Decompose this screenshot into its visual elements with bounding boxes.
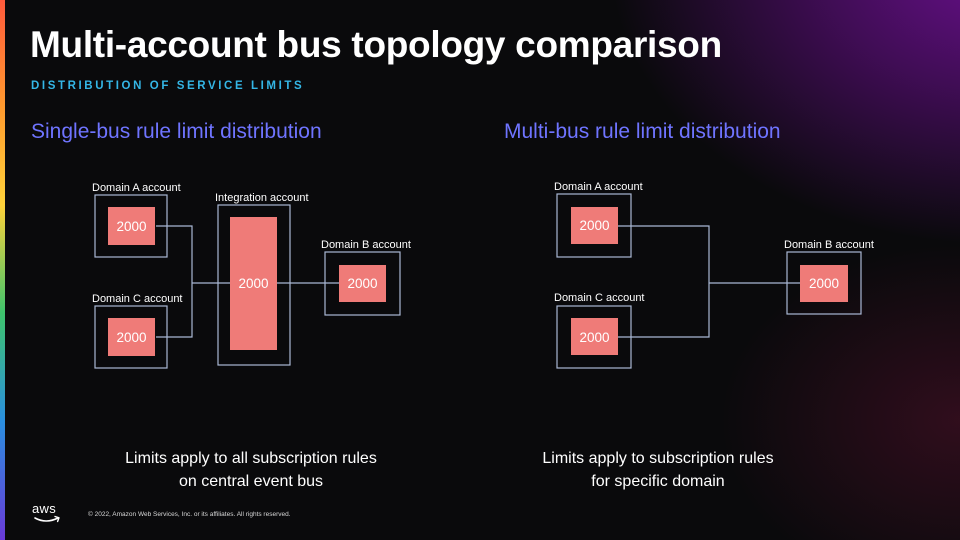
- slide-subtitle: DISTRIBUTION OF SERVICE LIMITS: [31, 80, 305, 92]
- left-domain-a-label: Domain A account: [92, 182, 181, 194]
- left-domain-b-value: 2000: [347, 276, 377, 291]
- aws-logo: aws: [30, 501, 64, 525]
- footer: aws © 2022, Amazon Web Services, Inc. or…: [30, 501, 291, 525]
- left-diagram: Domain A account 2000 Domain C account 2…: [92, 182, 411, 369]
- left-domain-a-limit: [108, 207, 155, 245]
- right-domain-b-label: Domain B account: [784, 239, 874, 251]
- left-domain-a-account-box: [94, 194, 168, 258]
- right-domain-c-limit: [571, 318, 618, 355]
- copyright-text: © 2022, Amazon Web Services, Inc. or its…: [88, 510, 291, 518]
- right-diagram: Domain A account 2000 Domain C account 2…: [554, 181, 874, 369]
- right-connector-ac: [618, 225, 710, 338]
- left-connector-ac: [156, 225, 193, 338]
- right-domain-a-account-box: [556, 193, 632, 258]
- right-caption-line-2: for specific domain: [591, 473, 725, 490]
- right-domain-a-limit: [571, 207, 618, 244]
- right-domain-c-label: Domain C account: [554, 292, 645, 304]
- left-domain-b-limit: [339, 265, 386, 302]
- right-domain-b-limit: [800, 265, 848, 302]
- right-domain-a-value: 2000: [579, 218, 609, 233]
- right-domain-c-account-box: [556, 305, 632, 369]
- left-integration-account-box: [217, 204, 291, 366]
- left-domain-a-value: 2000: [116, 219, 146, 234]
- left-caption-line-1: Limits apply to all subscription rules: [125, 450, 377, 467]
- right-domain-b-account-box: [786, 251, 862, 315]
- left-caption-line-2: on central event bus: [178, 473, 324, 490]
- right-caption: Limits apply to subscription rules for s…: [488, 447, 828, 493]
- aws-logo-text: aws: [32, 501, 57, 516]
- left-domain-c-limit: [108, 318, 155, 356]
- right-domain-c-value: 2000: [579, 330, 609, 345]
- right-caption-line-1: Limits apply to subscription rules: [542, 450, 774, 467]
- left-caption: Limits apply to all subscription rules o…: [81, 447, 421, 493]
- left-integration-value: 2000: [238, 276, 268, 291]
- left-domain-c-account-box: [94, 305, 168, 369]
- right-domain-a-label: Domain A account: [554, 181, 643, 193]
- aws-smile-icon: [34, 515, 60, 523]
- accent-bar: [0, 0, 5, 540]
- left-integration-limit: [230, 217, 277, 350]
- right-section-heading: Multi-bus rule limit distribution: [504, 120, 781, 143]
- left-domain-b-account-box: [324, 251, 401, 316]
- left-section-heading: Single-bus rule limit distribution: [31, 120, 322, 143]
- left-integration-label: Integration account: [215, 192, 309, 204]
- right-domain-b-value: 2000: [809, 276, 839, 291]
- left-domain-c-value: 2000: [116, 330, 146, 345]
- left-domain-b-label: Domain B account: [321, 239, 411, 251]
- slide-title: Multi-account bus topology comparison: [30, 24, 722, 65]
- left-domain-c-label: Domain C account: [92, 293, 183, 305]
